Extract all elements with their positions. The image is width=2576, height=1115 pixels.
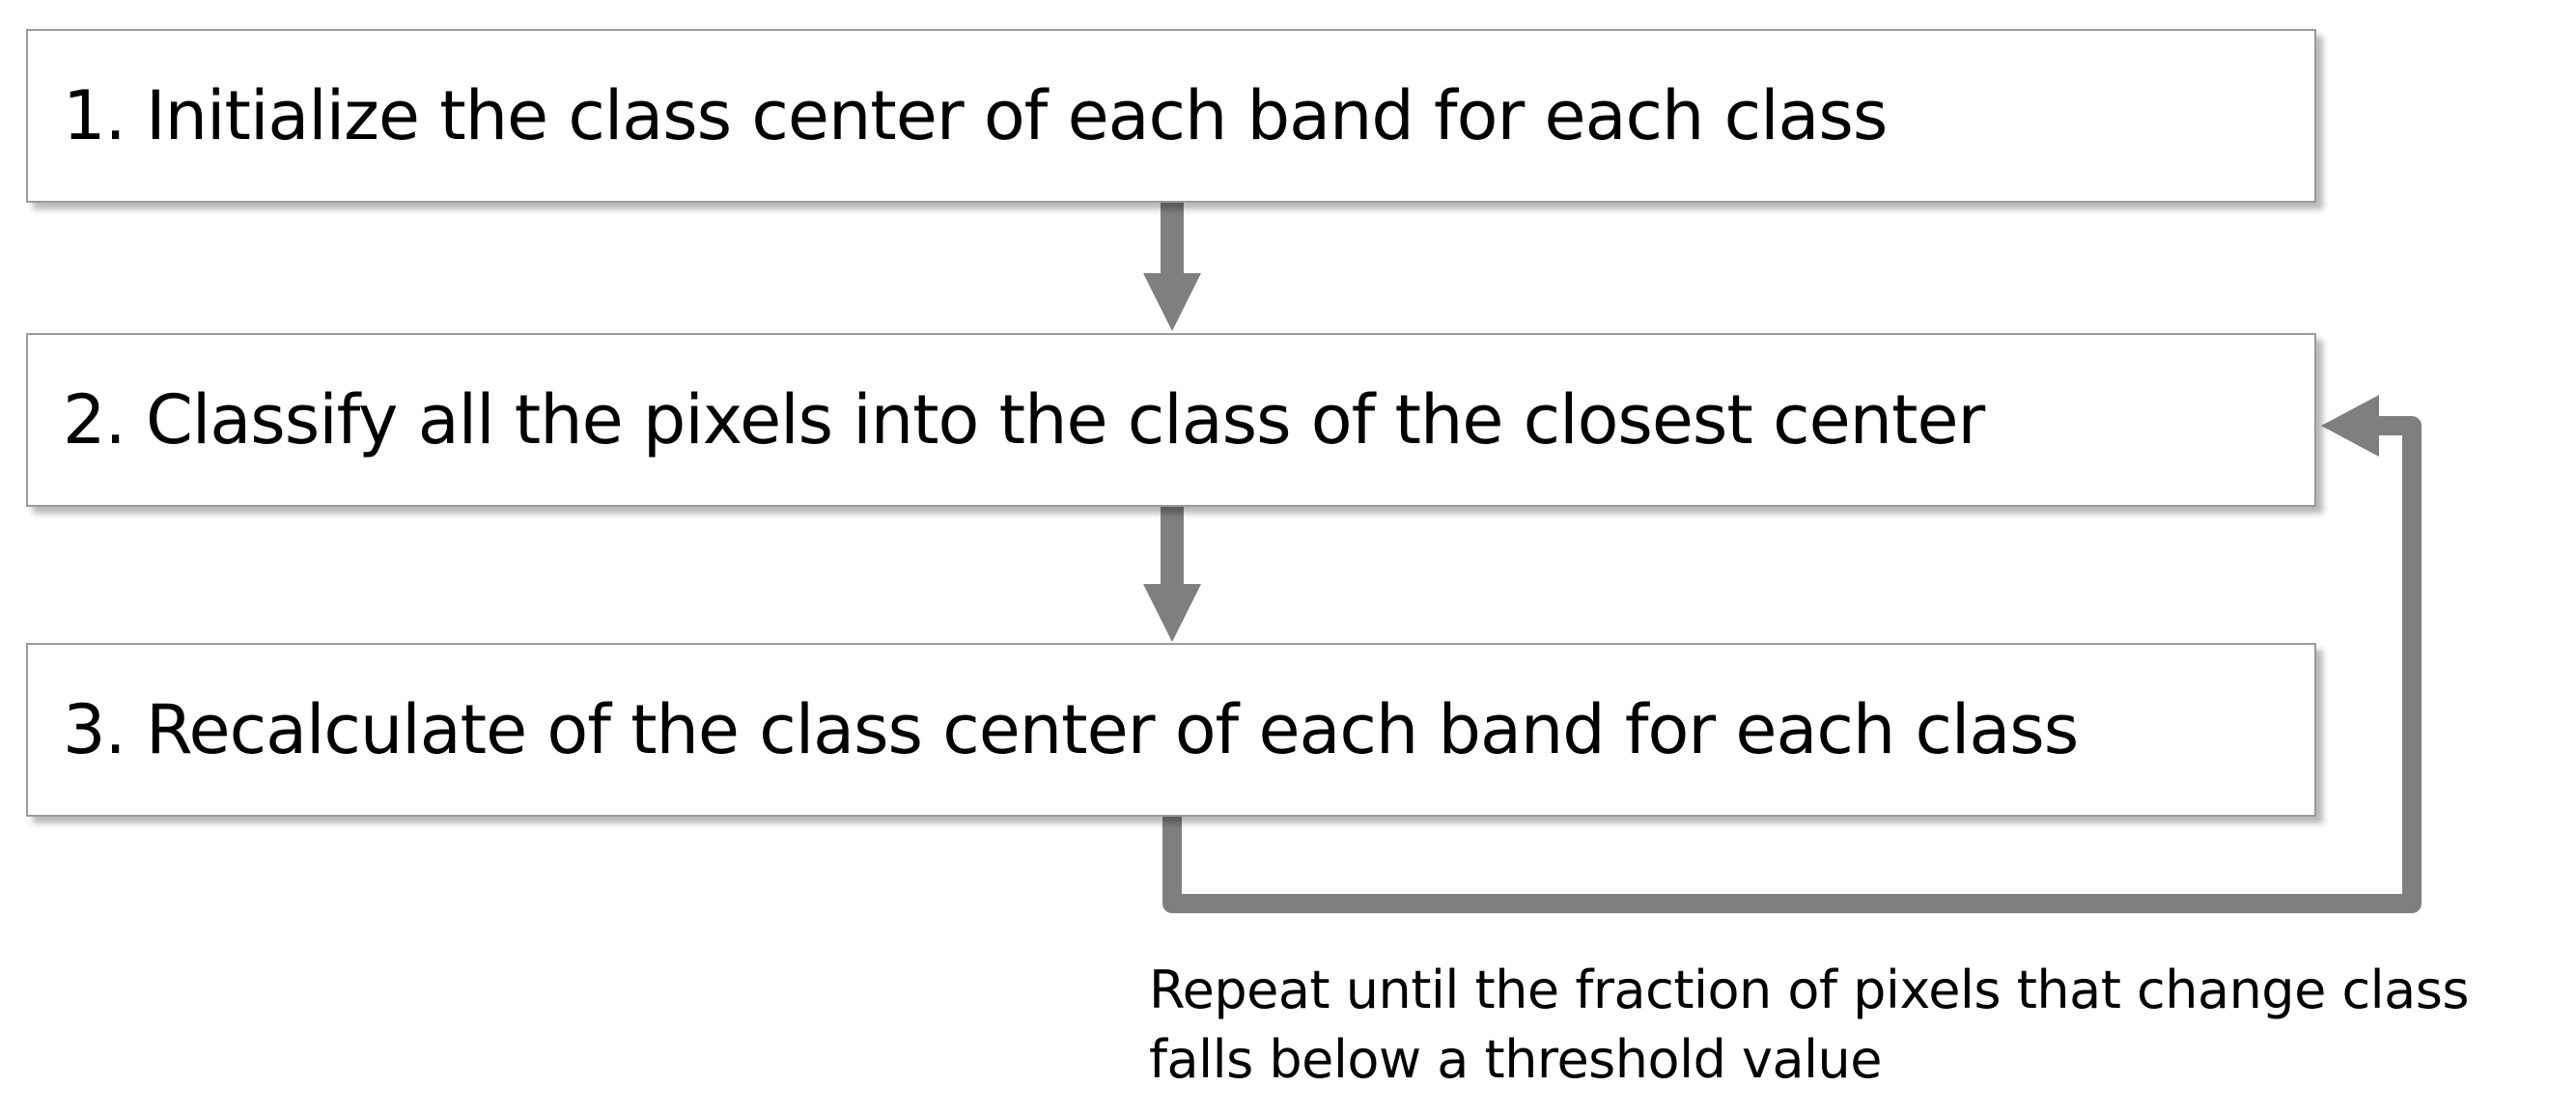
step-label: 2. Classify all the pixels into the clas…	[63, 380, 1985, 460]
loop-note-line-1: Repeat until the fraction of pixels that…	[1149, 960, 2470, 1020]
arrow-step1-to-step2	[1143, 203, 1201, 331]
step-box-recalculate: 3. Recalculate of the class center of ea…	[26, 643, 2316, 817]
step-label: 3. Recalculate of the class center of ea…	[63, 690, 2079, 769]
arrow-step2-to-step3	[1143, 507, 1201, 642]
step-box-initialize: 1. Initialize the class center of each b…	[26, 29, 2316, 203]
loop-back-arrow	[1162, 395, 2422, 913]
loop-note-line-2: falls below a threshold value	[1149, 1029, 1883, 1090]
step-label: 1. Initialize the class center of each b…	[63, 76, 1888, 155]
loop-condition-note: Repeat until the fraction of pixels that…	[1149, 956, 2568, 1095]
step-box-classify: 2. Classify all the pixels into the clas…	[26, 333, 2316, 507]
